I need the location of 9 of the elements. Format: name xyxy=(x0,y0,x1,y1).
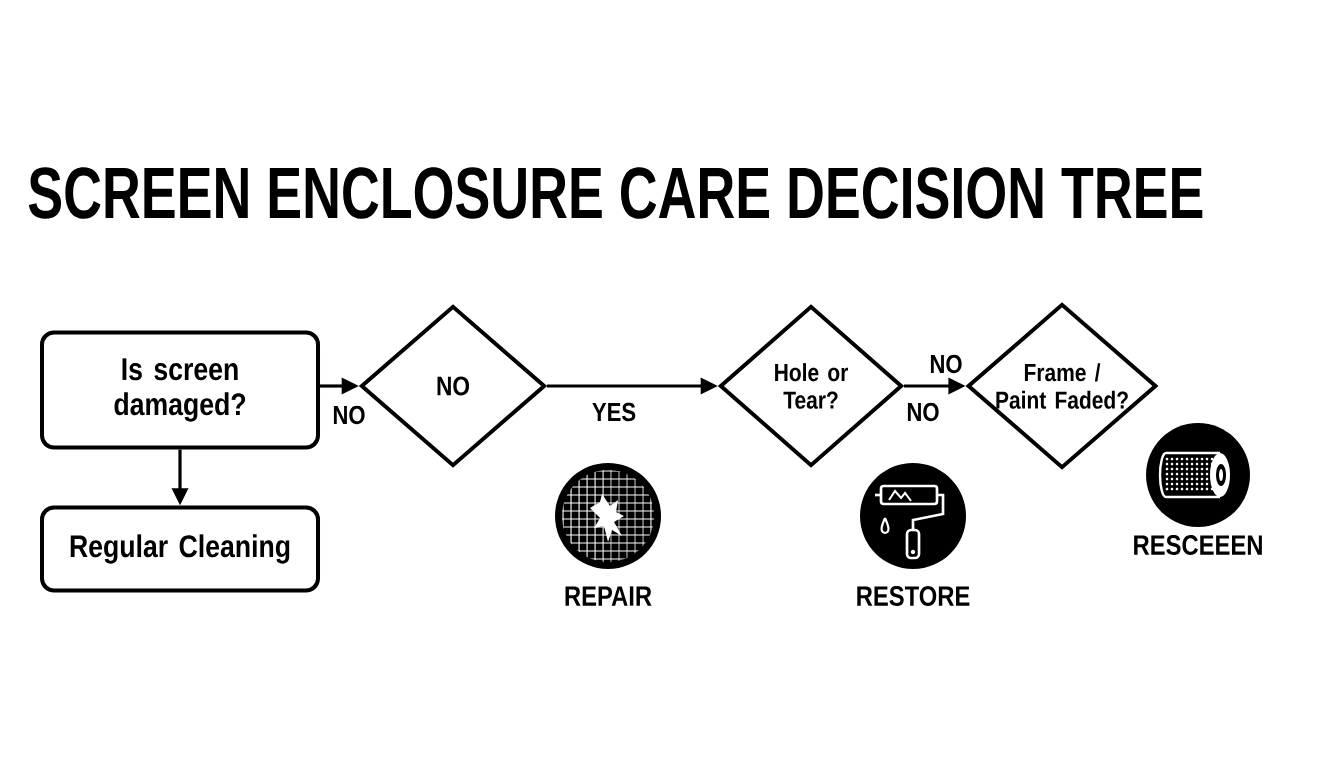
branch-label: NO xyxy=(905,401,941,423)
title: SCREEN ENCLOSURE CARE DECISION TREE xyxy=(28,167,1203,219)
edge-label: NO xyxy=(928,353,964,375)
process-box: Is screen damaged? xyxy=(40,330,320,450)
outcome-label: RESCEEEN xyxy=(1134,535,1262,555)
process-box: Regular Cleaning xyxy=(40,505,320,593)
edge-label: YES xyxy=(590,401,638,423)
outcome-label: RESTORE xyxy=(857,586,970,606)
outcome-label: REPAIR xyxy=(565,586,652,606)
